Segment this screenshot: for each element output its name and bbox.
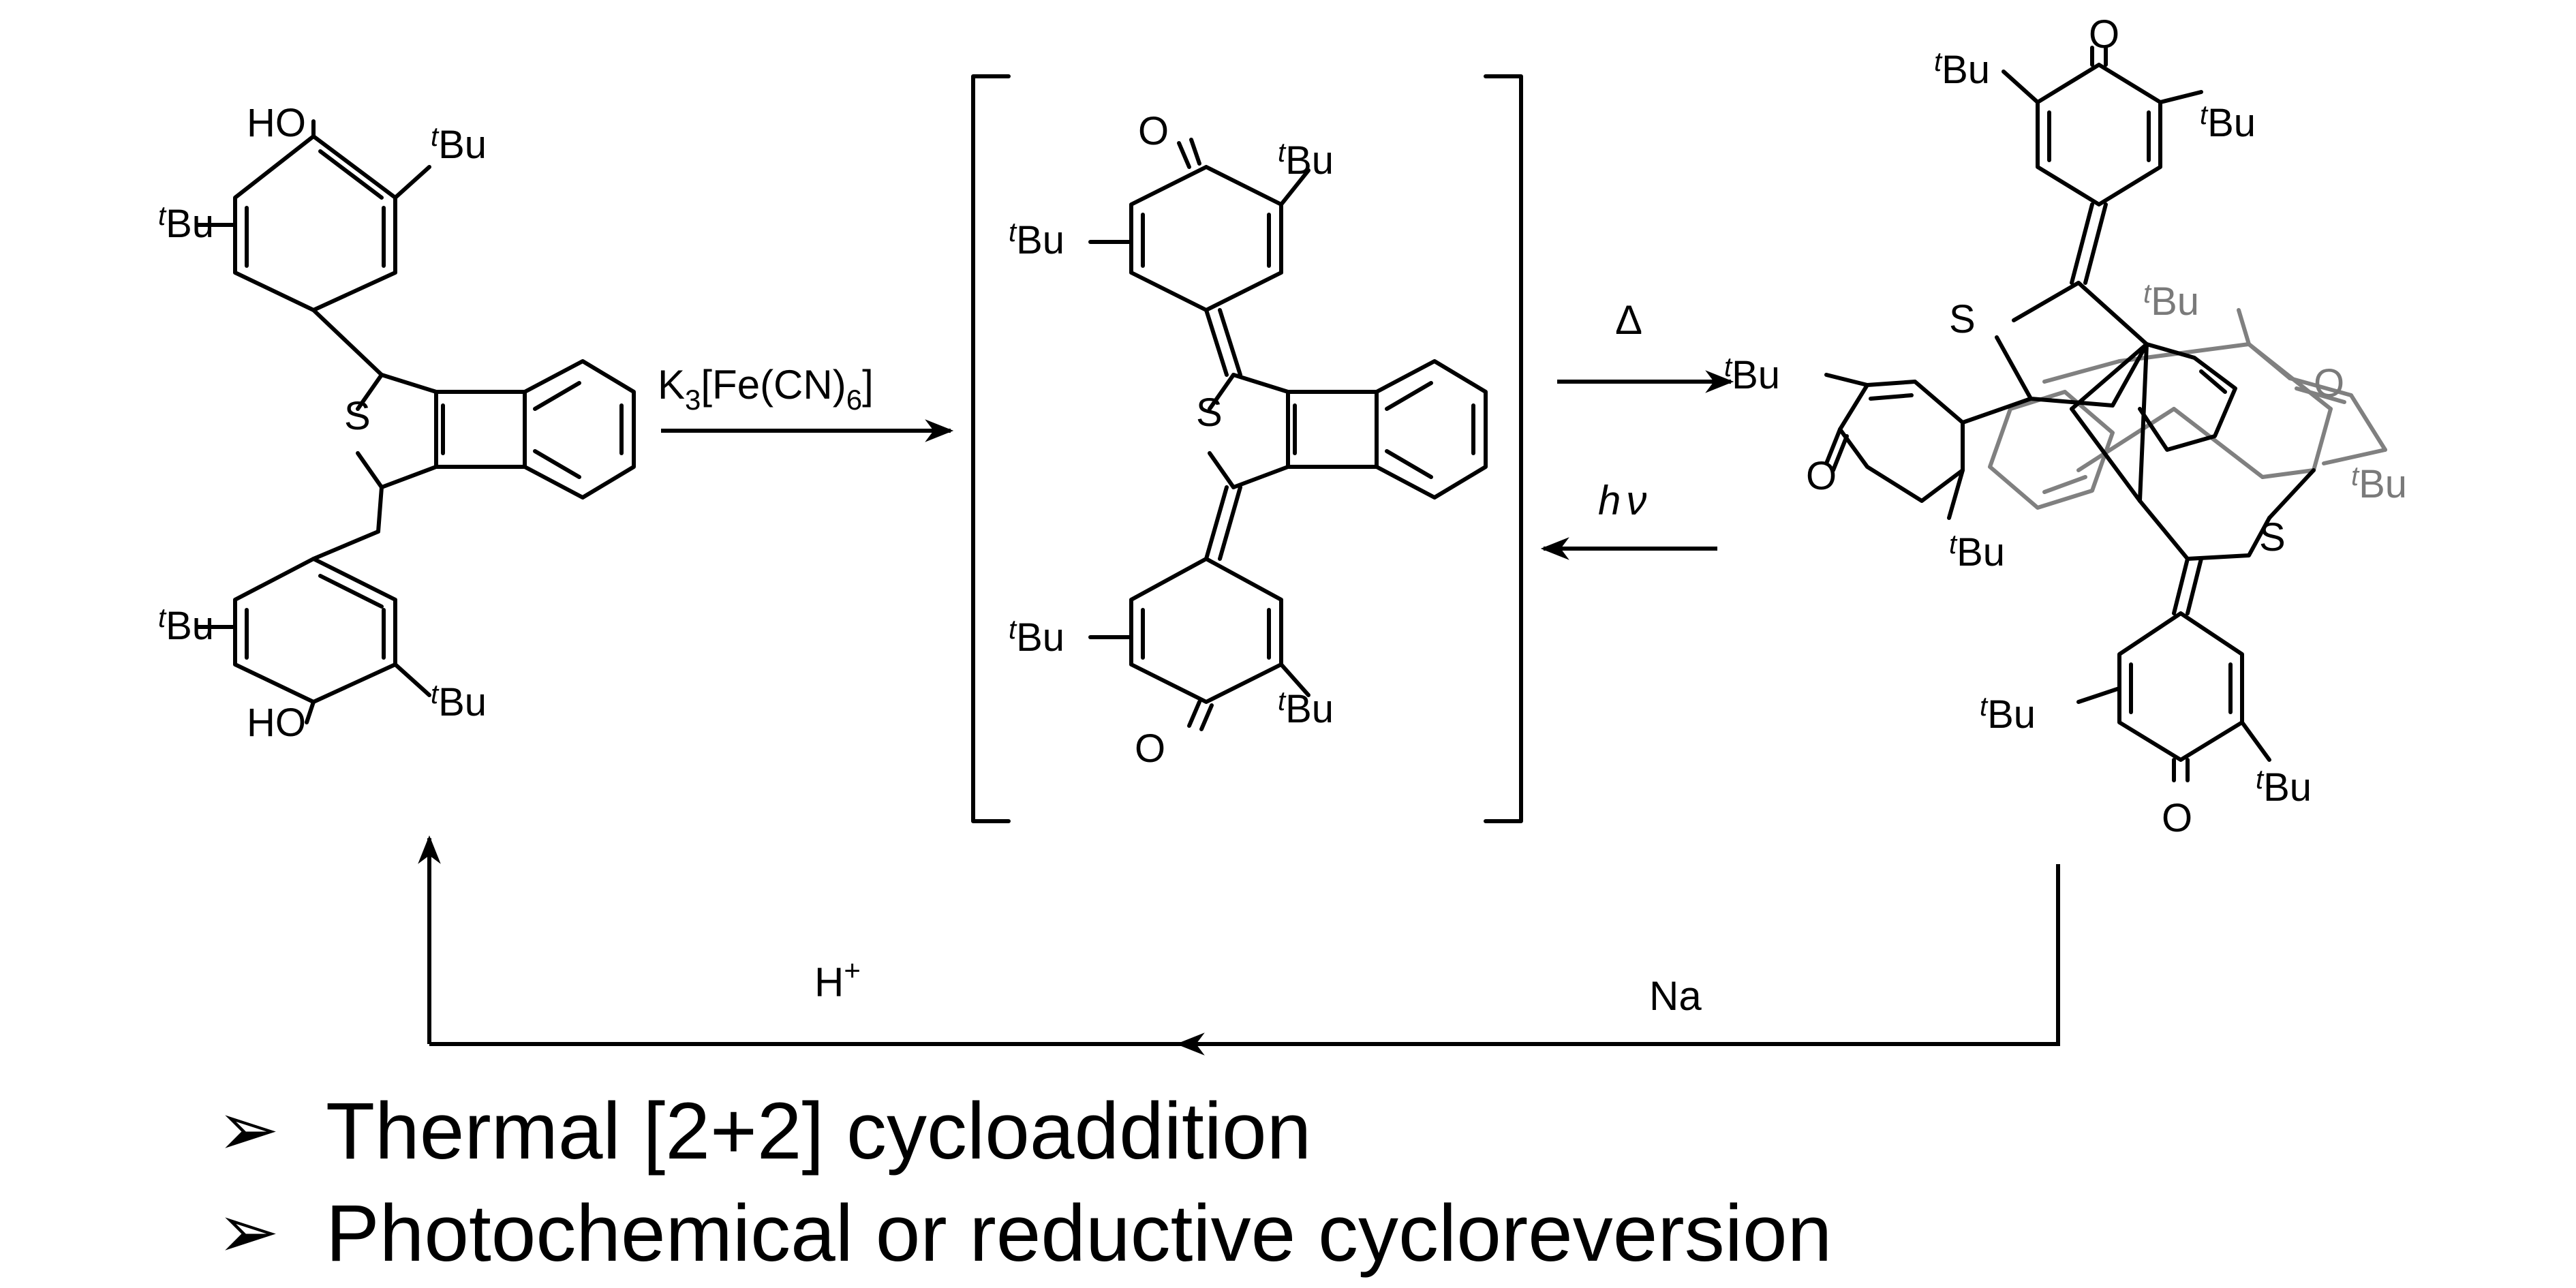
reagent-heat: Δ <box>1615 297 1642 343</box>
label-tbu: tBu <box>2200 100 2256 145</box>
label-tbu: tBu <box>158 603 214 648</box>
bond-skeleton-back <box>1988 308 2387 510</box>
atom-hydroxyl-top: HO <box>247 101 306 145</box>
label-tbu: tBu <box>1278 138 1334 183</box>
atom-sulfur: S <box>344 394 371 438</box>
label-tbu: tBu <box>1934 47 1990 92</box>
label-tbu: tBu <box>1009 615 1064 660</box>
label-tbu: tBu <box>431 122 487 167</box>
list-item: ➢ Thermal [2+2] cycloaddition <box>217 1086 1311 1176</box>
atom-oxygen-top: O <box>1138 109 1169 153</box>
label-tbu-back: tBu <box>2351 461 2407 506</box>
molecule-cycloadduct: tBu O tBu <box>1724 12 2407 840</box>
atom-sulfur: S <box>1196 390 1223 435</box>
label-tbu-back: tBu <box>2143 279 2199 324</box>
reagent-acid: H+ <box>814 954 861 1005</box>
molecule-bisphenol: HO S HO tBu tBu tBu tBu <box>158 101 636 745</box>
label-tbu: tBu <box>2256 765 2312 810</box>
bullet-marker: ➢ <box>217 1188 279 1275</box>
reagent-oxidant: K3[Fe(CN)6] <box>658 362 874 416</box>
label-tbu: tBu <box>1949 530 2005 574</box>
bond-skeleton-front <box>1824 46 2316 782</box>
atom-hydroxyl-bottom: HO <box>247 701 306 745</box>
arrow-protonation-return: H+ <box>418 835 1199 1046</box>
atom-oxygen-bottom: O <box>1135 726 1165 771</box>
reagent-reductant: Na <box>1649 973 1702 1019</box>
bond-skeleton <box>1088 138 1488 731</box>
label-tbu: tBu <box>431 679 487 724</box>
label-tbu: tBu <box>1009 217 1064 262</box>
list-item-text: Thermal [2+2] cycloaddition <box>326 1086 1311 1176</box>
summary-list: ➢ Thermal [2+2] cycloaddition ➢ Photoche… <box>217 1086 1832 1278</box>
bullet-marker: ➢ <box>217 1086 279 1173</box>
arrow-oxidation: K3[Fe(CN)6] <box>658 362 954 442</box>
label-tbu: tBu <box>1278 686 1334 731</box>
atom-oxygen-bottom: O <box>2162 796 2192 840</box>
molecule-quinoid-intermediate: O S O tBu tBu tBu tBu <box>1009 109 1488 771</box>
label-tbu: tBu <box>158 201 214 246</box>
arrow-reduction-return: Na <box>1176 864 2060 1056</box>
atom-oxygen-top: O <box>2089 12 2119 57</box>
atom-oxygen-back: O <box>2314 361 2344 405</box>
atom-sulfur-lower: S <box>2259 515 2286 559</box>
atom-oxygen-left: O <box>1806 454 1837 498</box>
bracket-intermediate <box>971 74 1523 823</box>
arrow-thermal: Δ <box>1557 297 1734 393</box>
list-item: ➢ Photochemical or reductive cyclorevers… <box>217 1188 1832 1278</box>
label-tbu: tBu <box>1980 692 2036 737</box>
bond-skeleton <box>196 119 636 724</box>
label-tbu: tBu <box>1724 352 1780 397</box>
list-item-text: Photochemical or reductive cycloreversio… <box>326 1189 1832 1278</box>
atom-sulfur-upper: S <box>1949 297 1976 341</box>
